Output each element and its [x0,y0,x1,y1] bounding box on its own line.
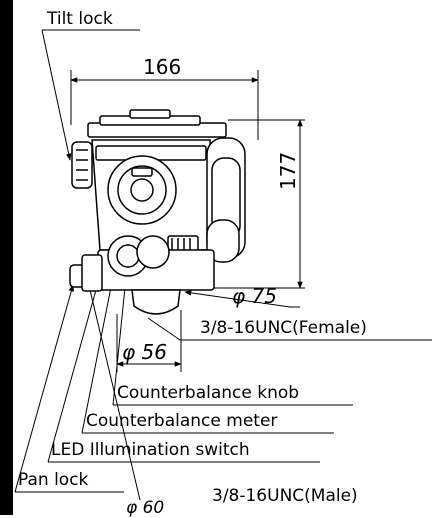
thread-male-label: 3/8-16UNC(Male) [212,486,358,506]
diameter-75: φ 75 [232,284,277,308]
dimension-lines [14,29,432,501]
diameter-60: φ 60 [126,498,165,518]
led-switch-label: LED Illumination switch [51,440,250,460]
diameter-56: φ 56 [122,340,167,364]
pan-lock-label: Pan lock [18,470,89,490]
counterbalance-knob-label: Counterbalance knob [117,383,300,403]
width-dimension: 166 [143,55,182,79]
tripod-head [69,109,246,315]
left-edge-bar [0,0,13,515]
tilt-lock-label: Tilt lock [47,9,113,29]
counterbalance-meter-label: Counterbalance meter [86,411,278,431]
thread-female-label: 3/8-16UNC(Female) [200,318,367,338]
height-dimension: 177 [276,151,300,190]
